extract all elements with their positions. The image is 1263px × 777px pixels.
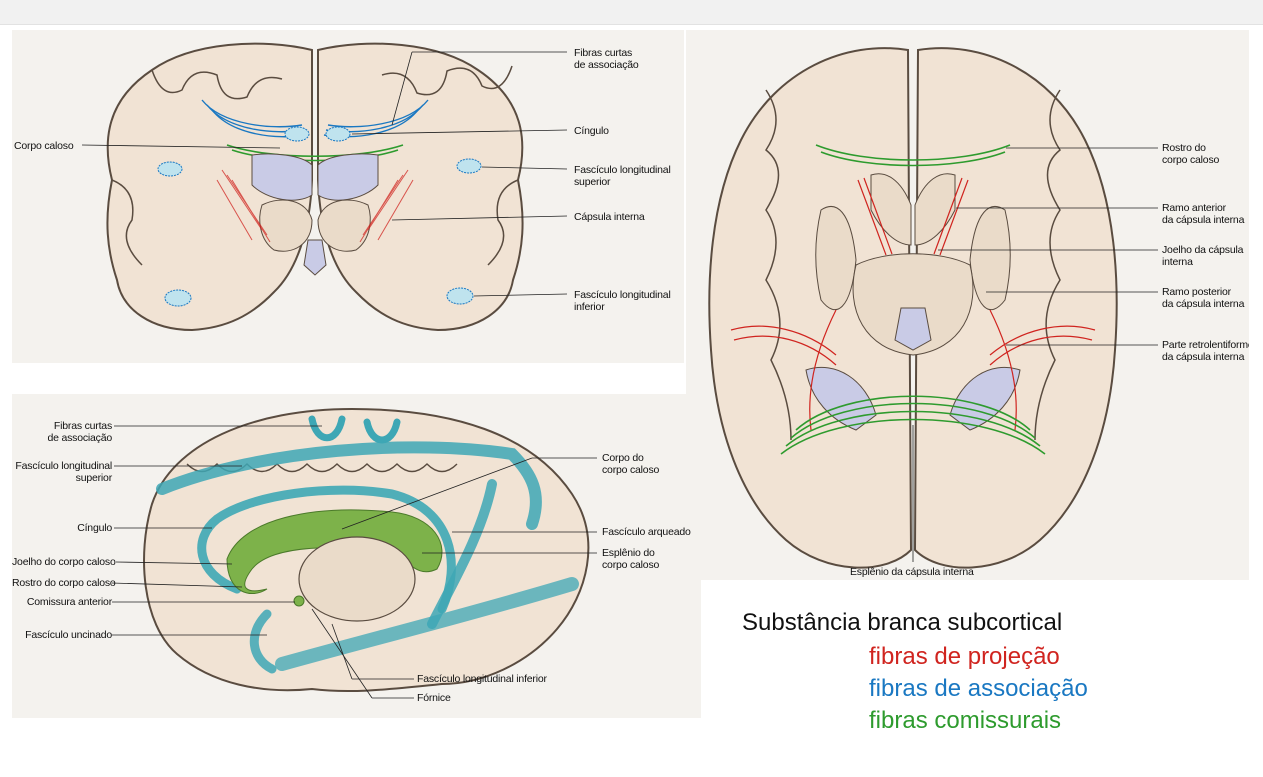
coronal-section-panel: Fibras curtas de associação Cíngulo Corp… bbox=[12, 30, 684, 363]
coronal-label-cingulum: Cíngulo bbox=[574, 125, 609, 137]
axial-label-genu-capsule: Joelho da cápsula interna bbox=[1162, 244, 1244, 268]
coronal-label-short-fibers: Fibras curtas de associação bbox=[574, 47, 639, 71]
sagittal-label-anterior-commissure: Comissura anterior bbox=[26, 596, 112, 608]
sagittal-label-rostrum-cc: Rostro do corpo caloso bbox=[12, 577, 116, 589]
legend-commissural: fibras comissurais bbox=[869, 707, 1062, 734]
legend-association: fibras de associação bbox=[869, 675, 1088, 702]
sagittal-label-arcuate: Fascículo arqueado bbox=[602, 526, 691, 538]
sagittal-label-splenium-cc: Esplênio do corpo caloso bbox=[602, 547, 660, 571]
sagittal-label-fornix: Fórnice bbox=[417, 692, 451, 704]
coronal-slf-left bbox=[157, 161, 183, 177]
axial-right-hemisphere bbox=[913, 47, 1118, 569]
sagittal-label-ilf: Fascículo longitudinal inferior bbox=[417, 673, 547, 685]
browser-top-bar bbox=[0, 0, 1263, 25]
coronal-label-slf: Fascículo longitudinal superior bbox=[574, 164, 671, 188]
coronal-lateral-ventricles bbox=[251, 153, 379, 201]
axial-label-retrolentiform: Parte retrolentiforme da cápsula interna bbox=[1162, 339, 1249, 363]
coronal-ilf-right bbox=[446, 287, 474, 305]
sagittal-label-cingulum: Cíngulo bbox=[77, 522, 112, 534]
coronal-brain-drawing bbox=[81, 42, 568, 332]
coronal-cingulum-left bbox=[284, 126, 310, 142]
coronal-left-hemisphere bbox=[106, 42, 313, 332]
sagittal-label-short-fibers: Fibras curtas de associação bbox=[47, 420, 112, 444]
coronal-label-corpus-callosum: Corpo caloso bbox=[14, 140, 74, 152]
legend-title: Substância branca subcortical bbox=[742, 609, 1063, 636]
coronal-cingulum-right bbox=[325, 126, 351, 142]
coronal-label-internal-capsule: Cápsula interna bbox=[574, 211, 645, 223]
axial-label-rostrum: Rostro do corpo caloso bbox=[1162, 142, 1220, 166]
axial-label-anterior-limb: Ramo anterior da cápsula interna bbox=[1162, 202, 1245, 226]
axial-label-splenium-capsule: Esplênio da cápsula interna bbox=[850, 566, 974, 578]
axial-label-posterior-limb: Ramo posterior da cápsula interna bbox=[1162, 286, 1245, 310]
sagittal-brain-drawing bbox=[111, 407, 597, 699]
axial-left-hemisphere bbox=[708, 47, 913, 569]
coronal-right-hemisphere bbox=[317, 42, 524, 332]
coronal-ilf-left bbox=[164, 289, 192, 307]
legend-projection: fibras de projeção bbox=[869, 643, 1060, 670]
sagittal-label-genu-cc: Joelho do corpo caloso bbox=[12, 556, 116, 568]
coronal-label-ilf: Fascículo longitudinal inferior bbox=[574, 289, 671, 313]
sagittal-label-body-cc: Corpo do corpo caloso bbox=[602, 452, 660, 476]
sagittal-label-uncinate: Fascículo uncinado bbox=[25, 629, 112, 641]
axial-section-panel: Rostro do corpo caloso Ramo anterior da … bbox=[686, 30, 1249, 580]
sagittal-section-panel: Fibras curtas de associação Fascículo lo… bbox=[12, 394, 701, 718]
axial-brain-drawing bbox=[708, 47, 1158, 569]
sagittal-label-slf: Fascículo longitudinal superior bbox=[15, 460, 112, 484]
coronal-slf-right bbox=[456, 158, 482, 174]
